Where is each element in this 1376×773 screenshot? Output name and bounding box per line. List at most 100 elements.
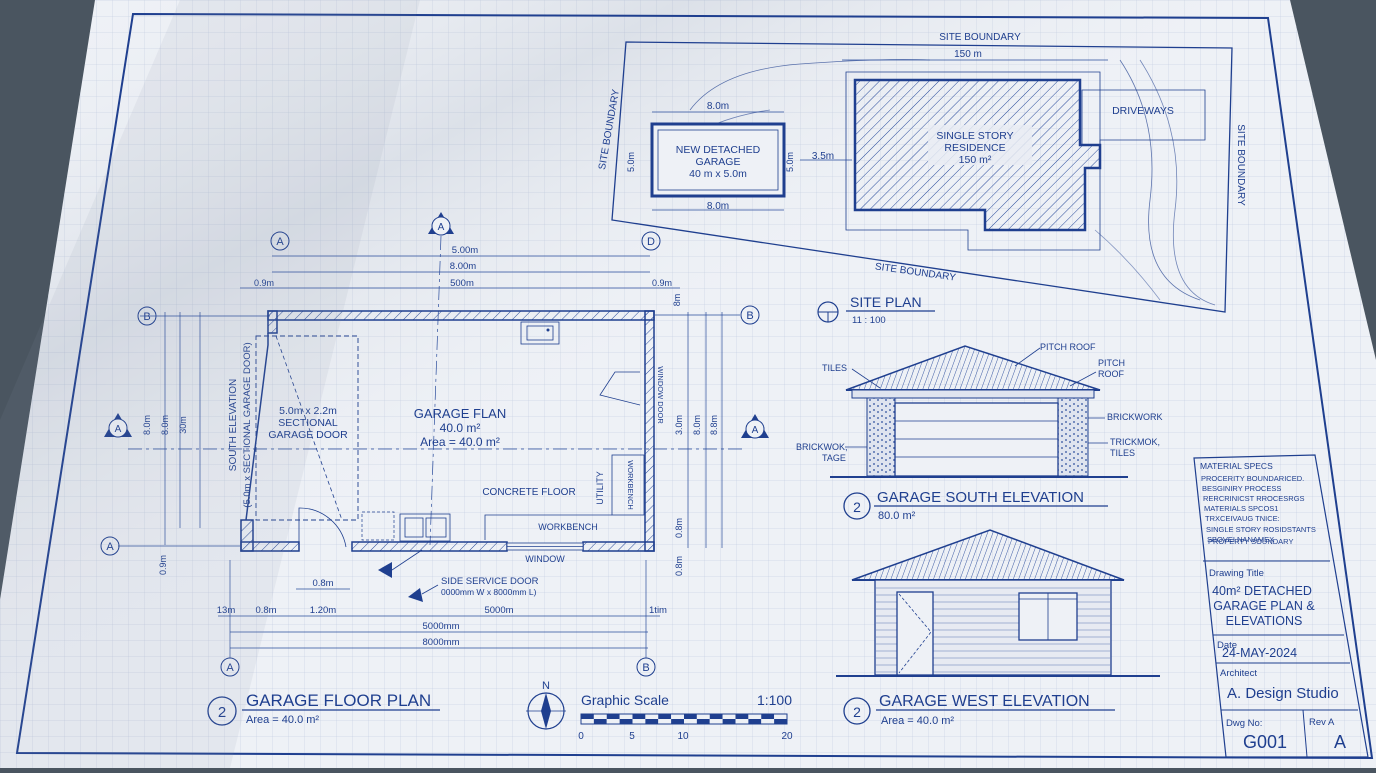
garage-walls <box>240 310 655 552</box>
scale-segment <box>722 719 736 724</box>
bottom-dim-2: 0.8m <box>255 605 276 616</box>
floor-plan-title-num: 2 <box>218 704 226 721</box>
scale-segment <box>761 719 775 724</box>
bottom-total-2: 8000mm <box>423 637 460 648</box>
west-elev-subtitle: Area = 40.0 m² <box>881 715 954 727</box>
south-elev-title: GARAGE SOUTH ELEVATION <box>877 489 1084 506</box>
bottom-dim-4: 5000m <box>484 605 513 616</box>
scale-segment <box>632 714 646 719</box>
svg-text:A: A <box>226 662 234 674</box>
brickwork-left-label-1: BRICKWOK, <box>796 442 848 452</box>
spec-line-1: PROCERITY BOUNDARICED. <box>1201 474 1304 483</box>
site-boundary-right-label: SITE BOUNDARY <box>1235 124 1246 206</box>
site-garage-right-dim: 5.0m <box>785 152 795 172</box>
workbench-right <box>611 454 645 516</box>
architect-label: Architect <box>1220 668 1257 679</box>
scale-segment <box>619 719 633 724</box>
svg-text:A: A <box>276 236 284 248</box>
drawing-border <box>15 12 1374 760</box>
window-label: WINDOW <box>525 554 565 564</box>
scale-segment <box>722 714 736 719</box>
driveway-label: DRIVEWAYS <box>1112 105 1174 117</box>
svg-text:A: A <box>438 222 445 233</box>
svg-text:A: A <box>115 424 122 435</box>
site-garage-left-dim: 5.0m <box>626 152 636 172</box>
bottom-total-1: 5000mm <box>423 621 460 632</box>
west-elevation: 2 GARAGE WEST ELEVATION Area = 40.0 m² <box>836 529 1160 727</box>
scale-segment <box>709 719 723 724</box>
dim-top-right-small: 0.9m <box>652 278 672 288</box>
scale-frame <box>580 713 788 725</box>
room-area: 40.0 m² <box>440 421 481 435</box>
bottom-dim-1: 13m <box>217 605 236 616</box>
scale-segment <box>645 714 659 719</box>
trickwork-label-2: TILES <box>1110 448 1135 458</box>
scale-segment <box>696 719 710 724</box>
side-door-arrow <box>378 562 392 578</box>
rev-label: Rev A <box>1309 717 1335 728</box>
scale-segment <box>748 714 762 719</box>
south-elevation: TILES PITCH ROOF PITCH ROOF BRICKWORK TR… <box>796 342 1163 522</box>
site-garage-label-3: 40 m x 5.0m <box>689 168 747 180</box>
scale-segment <box>606 714 620 719</box>
svg-text:D: D <box>647 236 655 248</box>
scale-segment <box>709 714 723 719</box>
scale-segment <box>658 714 672 719</box>
drawing-title-label: Drawing Title <box>1209 568 1264 579</box>
architect-value: A. Design Studio <box>1227 685 1339 702</box>
dwg-value: G001 <box>1243 732 1287 752</box>
scale-bar <box>580 713 788 725</box>
sectional-garage-door <box>255 335 359 521</box>
residence-label-3: 150 m² <box>959 154 992 166</box>
dim-right-2: 8.0m <box>692 415 702 435</box>
spec-line-6: SINGLE STORY ROSIDSTANTS <box>1206 525 1316 534</box>
bottom-dim-5: 1tim <box>649 605 667 616</box>
site-width-dim: 150 m <box>954 49 982 60</box>
scale-segment <box>735 719 749 724</box>
scale-segment <box>671 714 684 719</box>
scale-tick-5: 5 <box>629 731 635 742</box>
spec-line-2: BESGINIRY PROCESS <box>1202 484 1281 493</box>
dim-right-1: 3.0m <box>674 415 684 435</box>
scale-segment <box>658 719 672 724</box>
south-garage-door <box>894 402 1059 477</box>
scale-segment <box>632 719 646 724</box>
site-boundary <box>611 41 1233 313</box>
floor-plan-title-symbol <box>207 696 237 726</box>
sink <box>520 321 560 345</box>
pitch-roof-label-1: PITCH ROOF <box>1040 342 1096 352</box>
scale-segment <box>684 719 697 724</box>
spec-line-5: TRXCEIVAUG TNICE: <box>1205 514 1280 523</box>
scale-segment <box>593 719 607 724</box>
trickwork-label-1: TRICKMOK, <box>1110 437 1160 447</box>
scale-segment <box>684 714 697 719</box>
dim-left-3: 30m <box>178 416 188 434</box>
scale-segment <box>761 714 775 719</box>
scale-segment <box>645 719 659 724</box>
dim-right-low-1: 0.8m <box>674 518 684 538</box>
site-garage-top-dim: 8.0m <box>707 101 729 112</box>
scale-segment <box>606 719 620 724</box>
site-plan-title: SITE PLAN <box>850 294 922 310</box>
scale-segment <box>774 719 787 724</box>
svg-text:B: B <box>642 662 649 674</box>
west-elev-title-num: 2 <box>853 704 861 720</box>
brickwork-right-label: BRICKWORK <box>1107 412 1163 422</box>
concrete-floor-label: CONCRETE FLOOR <box>482 487 575 498</box>
floor-plan-subtitle: Area = 40.0 m² <box>246 714 319 726</box>
grid-bubble-d-top: D <box>641 231 661 251</box>
site-garage-label-1: NEW DETACHED <box>676 144 761 156</box>
scale-tick-20: 20 <box>781 731 793 742</box>
site-garage-label-2: GARAGE <box>696 156 741 168</box>
brick-pier-right <box>1057 397 1089 477</box>
door-label-1: 5.0m x 2.2m <box>279 405 337 417</box>
site-plan: SITE BOUNDARY SITE BOUNDARY SITE BOUNDAR… <box>597 32 1246 326</box>
dim-top-2: 8.00m <box>450 261 476 272</box>
workbench-label: WORKBENCH <box>538 522 598 532</box>
drawing-title-3: ELEVATIONS <box>1226 614 1303 628</box>
window <box>506 542 584 551</box>
pitch-roof-label-2a: PITCH <box>1098 358 1125 368</box>
material-specs: MATERIAL SPECS PROCERITY BOUNDARICED. BE… <box>1200 461 1316 546</box>
svg-text:B: B <box>143 311 150 323</box>
